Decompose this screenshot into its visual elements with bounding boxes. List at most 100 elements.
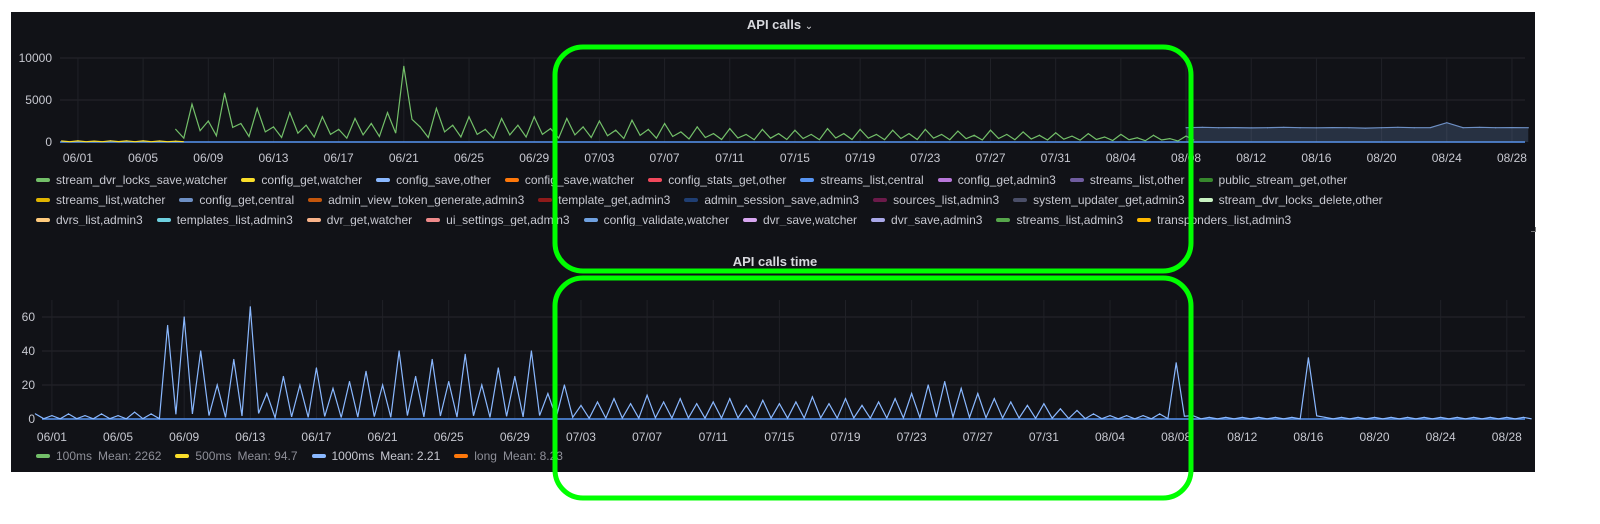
data-point	[93, 140, 95, 142]
legend-swatch	[241, 178, 256, 182]
legend-item[interactable]: dvr_save,admin3	[871, 213, 982, 226]
y-tick-label: 5000	[25, 93, 52, 107]
legend-swatch	[376, 178, 391, 182]
legend-swatch	[648, 178, 663, 182]
legend-item[interactable]: config_save,other	[376, 173, 491, 187]
legend-label: config_save,watcher	[524, 173, 635, 187]
data-point	[745, 404, 747, 406]
chevron-down-icon: ⌄	[804, 21, 814, 32]
legend-item[interactable]: template_get,admin3	[538, 193, 670, 207]
data-point	[332, 387, 334, 389]
legend-item[interactable]: admin_view_token_generate,admin3	[308, 193, 524, 207]
legend-swatch	[1137, 218, 1152, 222]
data-point	[549, 127, 552, 130]
data-point	[431, 358, 433, 361]
legend-item[interactable]: templates_list,admin3	[156, 213, 293, 226]
legend-item[interactable]: system_updater_get,admin3	[1013, 193, 1185, 207]
legend-item[interactable]: stream_dvr_locks_delete,other	[1198, 193, 1383, 207]
data-point	[1489, 416, 1491, 418]
legend-label: 1000ms	[331, 449, 375, 463]
legend-label: dvr_save,watcher	[763, 213, 858, 226]
data-point	[1159, 413, 1161, 415]
legend-item[interactable]: stream_dvr_locks_save,watcher	[36, 173, 227, 187]
data-point	[1429, 126, 1432, 129]
legend-swatch	[156, 218, 171, 222]
data-point	[117, 415, 119, 417]
legend-swatch	[1198, 198, 1213, 202]
x-tick-label: 06/21	[368, 430, 398, 444]
legend-label: admin_session_save,admin3	[704, 193, 860, 207]
data-point	[1307, 357, 1310, 359]
data-point	[240, 122, 242, 125]
data-point	[249, 306, 251, 308]
legend-item[interactable]: admin_session_save,admin3	[684, 193, 859, 207]
x-tick-label: 07/03	[566, 430, 596, 444]
api-calls-time-title[interactable]: API calls time	[732, 254, 818, 269]
legend-item[interactable]: config_validate,watcher	[583, 213, 729, 226]
x-tick-label: 08/24	[1426, 430, 1456, 444]
legend-item[interactable]: streams_list,admin3	[996, 213, 1123, 226]
legend-item[interactable]: dvrs_list,admin3	[36, 213, 143, 226]
resize-handle-icon[interactable]	[1531, 227, 1536, 232]
legend-item[interactable]: config_get,watcher	[241, 173, 362, 187]
data-point	[386, 112, 389, 114]
legend-label: ui_settings_get,admin3	[446, 213, 570, 226]
legend-label: dvr_save,admin3	[891, 213, 983, 226]
x-tick-label: 06/21	[389, 151, 419, 165]
legend-item[interactable]: config_stats_get,other	[648, 173, 786, 187]
data-point	[663, 401, 665, 403]
legend-item[interactable]: config_get,central	[179, 193, 294, 207]
data-point	[1315, 127, 1318, 129]
legend-swatch	[36, 454, 50, 458]
data-point	[354, 117, 356, 120]
data-point	[1059, 408, 1062, 410]
legend-label: config_get,watcher	[261, 173, 363, 187]
data-point	[282, 375, 284, 378]
data-point	[1266, 127, 1269, 129]
data-point	[51, 415, 53, 417]
legend-item[interactable]: ui_settings_get,admin3	[426, 213, 570, 226]
data-point	[289, 112, 291, 114]
data-point	[497, 367, 499, 369]
data-point	[1407, 416, 1409, 418]
data-point	[1511, 126, 1513, 129]
legend-label: stream_dvr_locks_delete,other	[1218, 193, 1383, 207]
data-point	[1274, 416, 1276, 418]
legend-label: admin_view_token_generate,admin3	[328, 193, 525, 207]
legend-swatch	[175, 454, 190, 458]
data-point	[911, 392, 913, 395]
data-point	[646, 394, 648, 396]
y-tick-label: 40	[22, 344, 36, 358]
data-point	[1010, 401, 1012, 403]
legend-item[interactable]: dvr_get,watcher	[306, 213, 412, 226]
legend-label: long	[474, 449, 497, 463]
legend-item[interactable]: streams_list,watcher	[36, 193, 165, 207]
legend-item[interactable]: config_save,watcher	[504, 173, 635, 187]
data-point	[1324, 416, 1326, 418]
data-point	[175, 128, 177, 130]
legend-item[interactable]: config_get,admin3	[937, 173, 1056, 187]
x-tick-label: 06/25	[434, 430, 464, 444]
legend-item[interactable]: streams_list,central	[800, 173, 924, 187]
legend-label: system_updater_get,admin3	[1033, 193, 1185, 207]
x-tick-label: 08/12	[1227, 430, 1257, 444]
legend-item[interactable]: dvr_save,watcher	[743, 213, 857, 226]
data-point	[1092, 413, 1095, 415]
data-point	[321, 116, 323, 118]
data-point	[1446, 122, 1448, 124]
legend-item[interactable]: sources_list,admin3	[873, 193, 999, 207]
data-point	[1506, 416, 1508, 418]
data-point	[223, 92, 226, 94]
legend-item[interactable]: streams_list,other	[1069, 173, 1185, 187]
legend-item[interactable]: public_stream_get,other	[1198, 173, 1347, 187]
data-point	[1340, 416, 1343, 418]
legend-item[interactable]: transponders_list,admin3	[1137, 213, 1291, 226]
api-calls-title[interactable]: API calls ⌄	[747, 17, 813, 32]
legend-swatch	[583, 218, 598, 222]
data-point	[233, 358, 235, 361]
